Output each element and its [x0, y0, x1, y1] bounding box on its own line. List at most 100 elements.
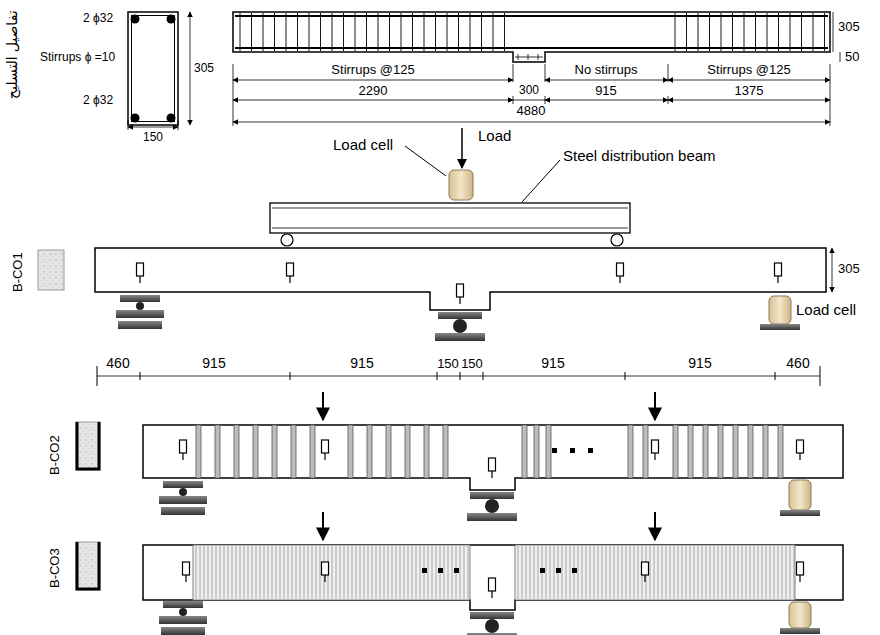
- cfrp-strip: [643, 425, 648, 478]
- gauge-dot: [588, 448, 593, 453]
- center-support: [470, 612, 514, 619]
- bar-label: 2 ϕ32: [83, 94, 113, 107]
- cfrp-strip: [733, 425, 738, 478]
- dimension: 2290: [359, 84, 388, 98]
- dimension: 150: [143, 131, 163, 144]
- cfrp-strip: [628, 425, 633, 478]
- center-support: [467, 633, 517, 635]
- specimen-label: B-CO3: [48, 548, 62, 588]
- lvdt-symbol: [797, 562, 804, 575]
- cfrp-strip: [688, 425, 693, 478]
- dimension: 1375: [735, 84, 764, 98]
- part-label: Load cell: [333, 137, 393, 154]
- center-support: [453, 319, 467, 333]
- stirrup-label: Stirrups ϕ =10: [40, 51, 115, 64]
- cfrp-strip: [546, 425, 551, 478]
- dimension: 4880: [517, 104, 546, 118]
- dimension: 150: [461, 357, 483, 371]
- section-title: تفاصيل التسليح: [4, 11, 19, 100]
- cfrp-strip: [405, 425, 410, 478]
- cfrp-strip: [522, 425, 527, 478]
- cfrp-strip: [367, 425, 372, 478]
- lvdt-symbol: [652, 440, 659, 453]
- center-support: [470, 492, 514, 499]
- dimension: 915: [688, 356, 711, 371]
- zone-label: No stirrups: [575, 63, 638, 77]
- lvdt-symbol: [642, 562, 649, 575]
- dimension: 50: [845, 50, 859, 64]
- cfrp-strip: [424, 425, 429, 478]
- lvdt-symbol: [617, 263, 624, 276]
- cfrp-strip: [348, 425, 353, 478]
- lvdt-symbol: [491, 471, 492, 478]
- cfrp-strip: [673, 425, 678, 478]
- cfrp-strip: [718, 425, 723, 478]
- lvdt-symbol: [457, 284, 464, 297]
- gauge-dot: [570, 448, 575, 453]
- lvdt-symbol: [137, 263, 144, 276]
- cfrp-strip: [310, 425, 315, 478]
- gauge-dot: [422, 568, 427, 573]
- dimension: 460: [106, 356, 129, 371]
- lvdt-symbol: [139, 276, 140, 283]
- load-label: Load: [478, 128, 511, 145]
- dimension: 300: [519, 84, 539, 97]
- lvdt-symbol: [799, 575, 800, 582]
- dimension: 150: [437, 357, 459, 371]
- lvdt-symbol: [619, 276, 620, 283]
- specimen-label: B-CO2: [48, 435, 62, 475]
- lvdt-symbol: [777, 276, 778, 283]
- cfrp-strip: [386, 425, 391, 478]
- left-support: [163, 601, 203, 608]
- lvdt-symbol: [185, 575, 186, 582]
- center-support: [467, 513, 517, 521]
- dimension: 915: [595, 84, 617, 98]
- gauge-dot: [572, 568, 577, 573]
- center-support: [485, 499, 499, 513]
- specimen-label: B-CO1: [11, 252, 25, 292]
- lvdt-symbol: [324, 575, 325, 582]
- cfrp-strip: [215, 425, 220, 478]
- dimension: 305: [838, 20, 860, 34]
- cfrp-strip: [748, 425, 753, 478]
- part-label: Steel distribution beam: [563, 148, 716, 165]
- dimension: 305: [194, 62, 214, 75]
- cfrp-wrap: [196, 546, 468, 599]
- zone-label: Stirrups @125: [331, 63, 414, 77]
- center-support: [438, 312, 482, 319]
- left-support: [161, 507, 205, 515]
- cfrp-wrap: [518, 546, 794, 599]
- cfrp-strip: [703, 425, 708, 478]
- lvdt-symbol: [799, 453, 800, 460]
- left-support: [136, 302, 144, 310]
- dimension: 460: [786, 356, 809, 371]
- lvdt-symbol: [322, 562, 329, 575]
- lvdt-symbol: [654, 453, 655, 460]
- cfrp-strip: [763, 425, 768, 478]
- left-support: [116, 310, 164, 318]
- lvdt-symbol: [644, 575, 645, 582]
- lvdt-symbol: [775, 263, 782, 276]
- gauge-dot: [454, 568, 459, 573]
- gauge-dot: [438, 568, 443, 573]
- lvdt-symbol: [287, 263, 294, 276]
- cfrp-strip: [443, 425, 448, 478]
- zone-label: Stirrups @125: [707, 63, 790, 77]
- cfrp-strip: [272, 425, 277, 478]
- cfrp-wrap: [193, 545, 470, 600]
- bar-label: 2 ϕ32: [83, 12, 113, 25]
- gauge-dot: [556, 568, 561, 573]
- lvdt-symbol: [491, 591, 492, 598]
- cfrp-strip: [534, 425, 539, 478]
- lvdt-symbol: [289, 276, 290, 283]
- left-support: [161, 627, 205, 635]
- center-support: [485, 619, 499, 633]
- gauge-dot: [552, 448, 557, 453]
- lvdt-symbol: [644, 575, 645, 582]
- dimension: 915: [350, 356, 373, 371]
- lvdt-symbol: [489, 458, 496, 471]
- gauge-dot: [540, 568, 545, 573]
- dimension: 915: [202, 356, 225, 371]
- center-support: [435, 333, 485, 341]
- cfrp-strip: [253, 425, 258, 478]
